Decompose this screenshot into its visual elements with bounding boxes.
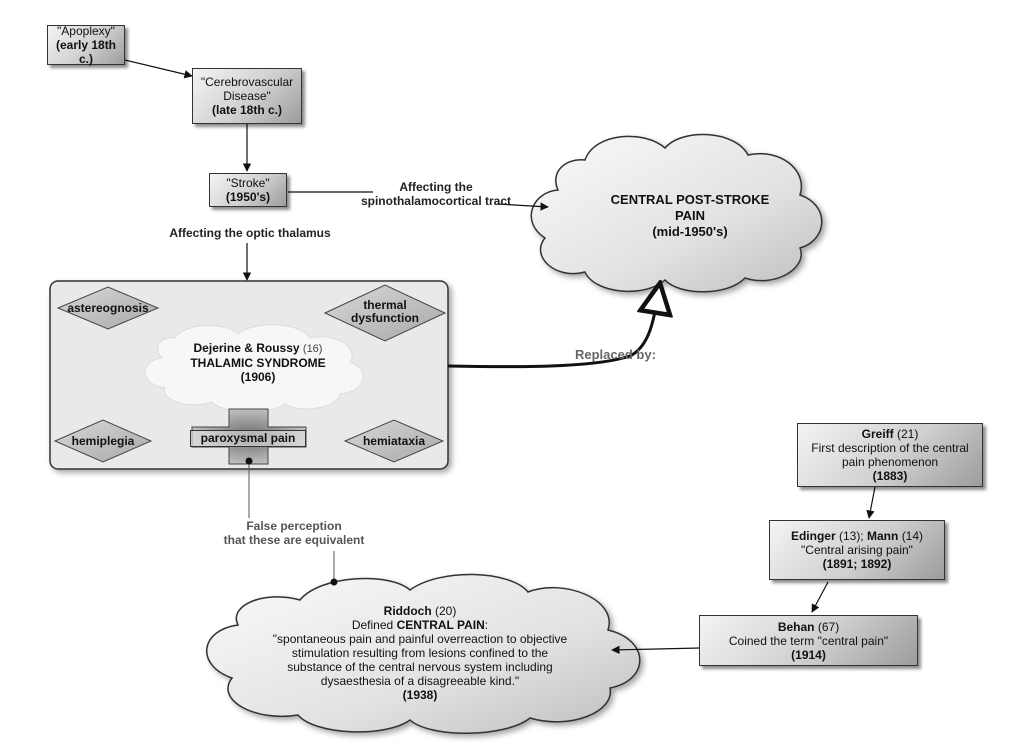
- node-cerebrovascular: "Cerebrovascular Disease" (late 18th c.): [192, 68, 302, 124]
- node-greiff: Greiff (21) First description of the cen…: [797, 423, 983, 487]
- riddoch-quote-1: "spontaneous pain and painful overreacti…: [272, 632, 568, 646]
- label-spino-line1: Affecting the: [399, 180, 473, 194]
- riddoch-quote-4: dysaesthesia of a disagreeable kind.": [320, 674, 520, 688]
- behan-year: (1914): [791, 647, 826, 662]
- label-false-line2: that these are equivalent: [223, 533, 365, 547]
- riddoch-quote-2: stimulation resulting from lesions confi…: [291, 646, 549, 660]
- edge-edinger-behan: [811, 581, 829, 613]
- behan-ref: (67): [817, 619, 840, 634]
- edge-stroke-cpsp-2: [496, 202, 549, 211]
- edinger-desc: "Central arising pain": [801, 543, 913, 557]
- node-riddoch: Riddoch (20) Defined CENTRAL PAIN: "spon…: [250, 604, 590, 702]
- edinger-name: Edinger: [790, 529, 836, 543]
- behan-desc: Coined the term "central pain": [728, 633, 889, 648]
- label-spino-line2: spinothalamocortical tract: [360, 194, 512, 208]
- greiff-desc1: First description of the central: [811, 441, 969, 455]
- edge-greiff-edinger: [866, 486, 876, 519]
- edge-apoplexy-cerebro: [124, 59, 193, 79]
- label-paroxysmal-pain: paroxysmal pain: [190, 430, 306, 447]
- edinger-year: (1891; 1892): [822, 557, 892, 571]
- edinger-ref: (13);: [838, 529, 864, 543]
- label-astereognosis: astereognosis: [67, 301, 149, 315]
- label-false-perception: False perception that these are equivale…: [214, 519, 374, 547]
- thalamic-ref: (16): [302, 343, 323, 355]
- apoplexy-term: "Apoplexy": [57, 24, 115, 38]
- node-apoplexy: "Apoplexy" (early 18th c.): [47, 24, 125, 66]
- label-optic-thalamus: Affecting the optic thalamus: [169, 226, 331, 240]
- hemiplegia-diamond: [53, 419, 153, 463]
- riddoch-defined-term: CENTRAL PAIN: [396, 618, 485, 632]
- astereognosis-diamond: [56, 286, 160, 330]
- edge-replaced-by: [447, 283, 660, 369]
- label-thermal-dysfunction: thermal dysfunction: [330, 299, 440, 325]
- label-replaced-by: Replaced by:: [575, 347, 656, 362]
- label-false-line1: False perception: [246, 519, 342, 533]
- apoplexy-era: (early 18th c.): [55, 38, 117, 66]
- label-hemiplegia: hemiplegia: [71, 434, 135, 448]
- riddoch-name: Riddoch: [383, 604, 432, 618]
- label-spinothalamocortical: Affecting the spinothalamocortical tract: [356, 180, 516, 208]
- riddoch-quote-3: substance of the central nervous system …: [287, 660, 553, 674]
- node-behan: Behan (67) Coined the term "central pain…: [699, 615, 918, 666]
- thermal-diamond: [323, 284, 447, 342]
- cpsp-line1: CENTRAL POST-STROKE: [610, 192, 770, 207]
- greiff-name: Greiff: [861, 427, 894, 441]
- riddoch-defined-prefix: Defined: [351, 618, 394, 632]
- behan-name: Behan: [777, 619, 815, 634]
- riddoch-cloud-shape: [205, 573, 641, 734]
- cerebro-term-2: Disease": [223, 89, 271, 103]
- thalamic-title: THALAMIC SYNDROME: [190, 356, 326, 370]
- cpsp-cloud-shape: [530, 133, 823, 293]
- cerebro-era: (late 18th c.): [211, 103, 283, 117]
- edge-behan-riddoch: [611, 645, 701, 655]
- false-perception-dot-bottom: [330, 578, 338, 586]
- thalamic-inner-cloud: [144, 324, 364, 413]
- greiff-ref: (21): [897, 427, 919, 441]
- thermal-line2: dysfunction: [351, 311, 419, 325]
- stroke-era: (1950's): [225, 190, 271, 204]
- node-cpsp: CENTRAL POST-STROKE PAIN (mid-1950's): [570, 192, 810, 240]
- node-thalamic-syndrome: Dejerine & Roussy (16) THALAMIC SYNDROME…: [158, 341, 358, 384]
- greiff-year: (1883): [872, 469, 908, 483]
- riddoch-year: (1938): [402, 688, 438, 702]
- thalamic-authors: Dejerine & Roussy: [193, 341, 300, 355]
- cpsp-era: (mid-1950's): [652, 224, 728, 239]
- cpsp-line2: PAIN: [674, 208, 706, 223]
- node-edinger-mann: Edinger (13); Mann (14) "Central arising…: [769, 520, 945, 580]
- greiff-desc2: pain phenomenon: [841, 455, 939, 469]
- mann-name: Mann: [867, 529, 899, 543]
- false-perception-dot-top: [245, 457, 253, 465]
- riddoch-ref: (20): [435, 604, 457, 618]
- thalamic-year: (1906): [240, 370, 276, 384]
- stroke-term: "Stroke": [226, 176, 270, 190]
- hemiataxia-diamond: [343, 419, 445, 463]
- cerebro-term-1: "Cerebrovascular: [200, 75, 294, 89]
- label-hemiataxia: hemiataxia: [362, 434, 426, 448]
- mann-ref: (14): [901, 529, 924, 543]
- node-stroke: "Stroke" (1950's): [209, 173, 287, 207]
- thermal-line1: thermal: [363, 298, 407, 312]
